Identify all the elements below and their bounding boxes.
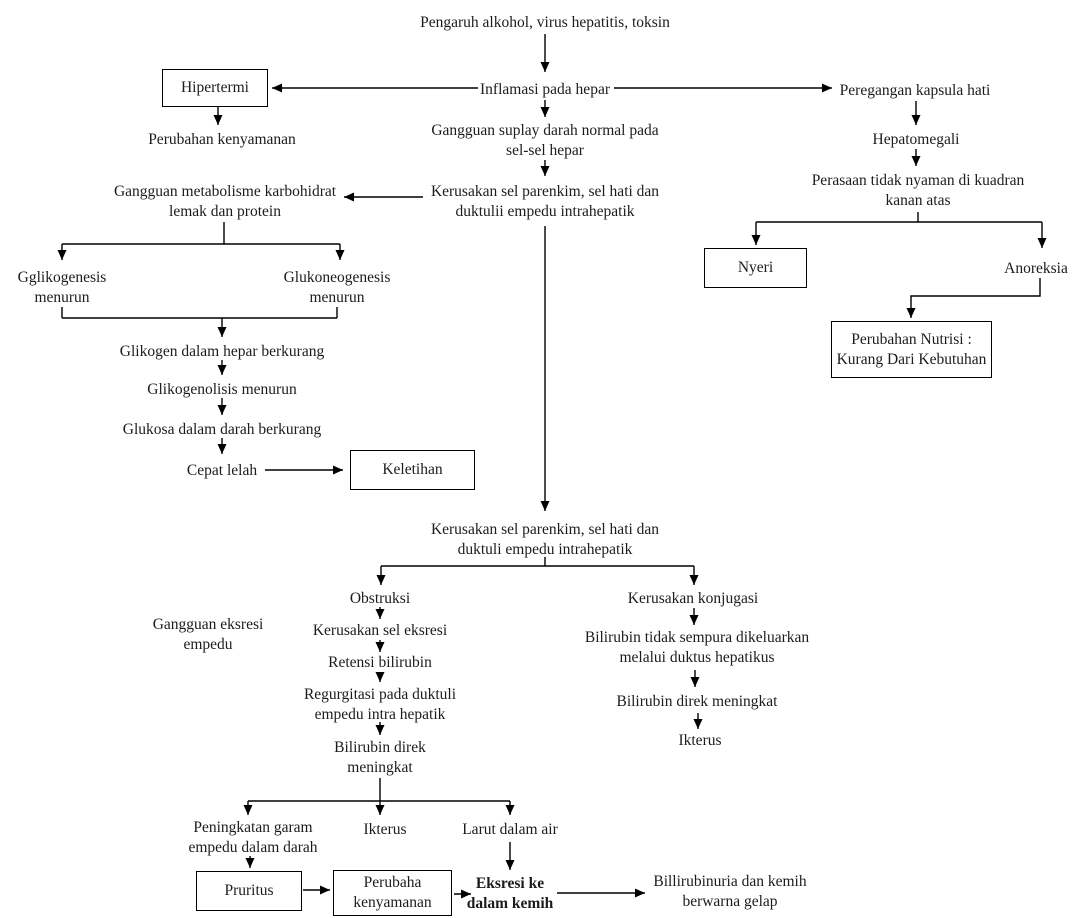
node-bilirubin-direk-kiri: Bilirubin direk meningkat xyxy=(334,739,426,776)
box-hipertermi: Hipertermi xyxy=(162,69,268,107)
branch-gangguan-metabolisme-bar xyxy=(62,222,340,245)
node-regurgitasi: Regurgitasi pada duktuli empedu intra he… xyxy=(303,686,457,723)
node-perubahan-kenyamanan: Perubahan kenyamanan xyxy=(148,131,296,148)
node-peregangan-kapsula: Peregangan kapsula hati xyxy=(839,82,991,99)
node-bilirubin-direk-kanan: Bilirubin direk meningkat xyxy=(616,693,778,710)
node-ikterus-bawah: Ikterus xyxy=(363,821,407,838)
branch-perasaan-bar xyxy=(756,212,1042,223)
node-eksresi-kemih: Eksresi ke dalam kemih xyxy=(466,875,554,912)
node-bilirubin-tidak-sempura: Bilirubin tidak sempura dikeluarkan mela… xyxy=(584,629,810,666)
branch-bilirubin-direk-bar xyxy=(248,778,510,802)
node-gglikogenesis: Gglikogenesis menurun xyxy=(17,269,107,306)
box-perubaha-kenyamanan: Perubaha kenyamanan xyxy=(333,870,452,916)
node-larut-dalam-air: Larut dalam air xyxy=(462,821,558,838)
node-kerusakan-konjugasi: Kerusakan konjugasi xyxy=(627,590,759,607)
node-glikogen-berkurang: Glikogen dalam hepar berkurang xyxy=(119,343,325,360)
node-obstruksi: Obstruksi xyxy=(349,590,411,607)
box-nyeri: Nyeri xyxy=(704,248,807,288)
node-peningkatan-garam: Peningkatan garam empedu dalam darah xyxy=(188,819,318,856)
node-kerusakan-sel-eksresi: Kerusakan sel eksresi xyxy=(312,622,448,639)
node-gangguan-eksresi: Gangguan eksresi empedu xyxy=(152,616,264,653)
node-retensi-bilirubin: Retensi bilirubin xyxy=(328,654,432,671)
node-glukoneogenesis: Glukoneogenesis menurun xyxy=(283,269,391,306)
node-gangguan-suplay: Gangguan suplay darah normal pada sel-se… xyxy=(431,122,659,159)
node-glukosa-berkurang: Glukosa dalam darah berkurang xyxy=(122,421,322,438)
node-perasaan-tidak-nyaman: Perasaan tidak nyaman di kuadran kanan a… xyxy=(811,172,1025,209)
node-kerusakan-1: Kerusakan sel parenkim, sel hati dan duk… xyxy=(430,183,660,220)
arrow-anoreksia-to-perubahan-nutrisi xyxy=(906,278,1041,318)
node-anoreksia: Anoreksia xyxy=(1004,260,1068,277)
node-glikogenolisis: Glikogenolisis menurun xyxy=(147,381,297,398)
node-inflamasi: Inflamasi pada hepar xyxy=(480,81,610,98)
box-perubahan-nutrisi: Perubahan Nutrisi : Kurang Dari Kebutuha… xyxy=(831,321,992,378)
node-cepat-lelah: Cepat lelah xyxy=(186,462,258,479)
box-pruritus: Pruritus xyxy=(196,871,302,911)
node-kerusakan-2: Kerusakan sel parenkim, sel hati dan duk… xyxy=(430,521,660,558)
node-ikterus-kanan: Ikterus xyxy=(678,732,722,749)
node-hepatomegali: Hepatomegali xyxy=(872,131,960,148)
node-pengaruh-alkohol: Pengaruh alkohol, virus hepatitis, toksi… xyxy=(420,14,670,31)
node-billirubinuria: Billirubinuria dan kemih berwarna gelap xyxy=(653,873,807,910)
branch-kerusakan2-bar xyxy=(381,557,694,567)
merge-glikogenesis-bar xyxy=(61,307,338,319)
node-gangguan-metabolisme: Gangguan metabolisme karbohidrat lemak d… xyxy=(113,183,337,220)
box-keletihan: Keletihan xyxy=(350,450,475,490)
